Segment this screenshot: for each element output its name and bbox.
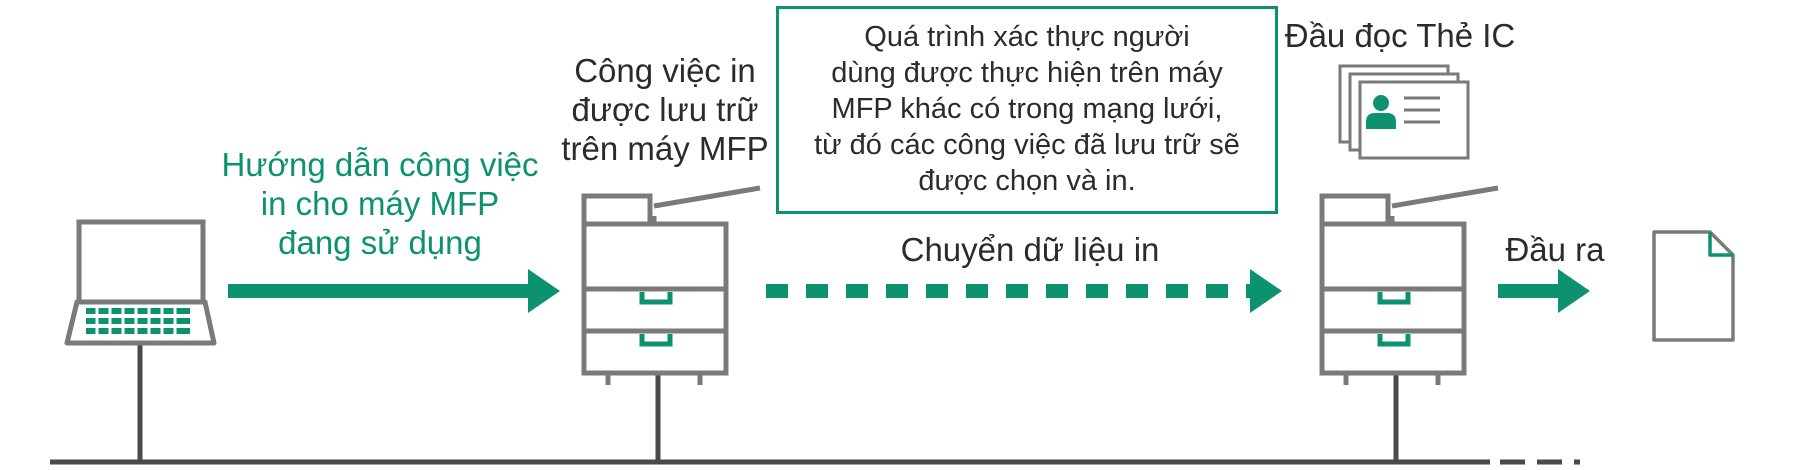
printer-icon bbox=[581, 185, 761, 462]
info-text: Quá trình xác thực người dùng được thực … bbox=[814, 20, 1240, 200]
printer-icon bbox=[1319, 185, 1499, 462]
stored-line-1: Công việc in bbox=[574, 52, 756, 89]
instruction-line-3: đang sử dụng bbox=[278, 223, 482, 261]
stored-line-2: được lưu trữ bbox=[571, 90, 759, 128]
info-line-4: từ đó các công việc đã lưu trữ sẽ bbox=[814, 128, 1240, 161]
transfer-label: Chuyển dữ liệu in bbox=[900, 231, 1160, 268]
card-reader-label: Đầu đọc Thẻ IC bbox=[1284, 17, 1516, 54]
instruction-line-1: Hướng dẫn công việc bbox=[221, 146, 539, 183]
document-icon bbox=[1652, 230, 1735, 342]
info-line-2: dùng được thực hiện trên máy bbox=[831, 57, 1223, 90]
instruction-line-2: in cho máy MFP bbox=[260, 184, 500, 222]
instruction-arrow bbox=[228, 269, 560, 313]
output-arrow bbox=[1498, 269, 1590, 313]
info-line-3: MFP khác có trong mạng lưới, bbox=[831, 93, 1223, 126]
info-box: Quá trình xác thực người dùng được thực … bbox=[776, 6, 1278, 214]
info-line-1: Quá trình xác thực người bbox=[864, 21, 1190, 54]
id-card-icon bbox=[1338, 64, 1470, 160]
stored-line-3: trên máy MFP bbox=[561, 129, 769, 167]
laptop-icon bbox=[64, 219, 217, 462]
output-label: Đầu ra bbox=[1505, 231, 1605, 268]
transfer-arrow bbox=[766, 269, 1282, 313]
stored-jobs-label: Công việc in được lưu trữ trên máy MFP bbox=[540, 52, 790, 169]
info-line-5: được chọn và in. bbox=[918, 164, 1136, 197]
instruction-label: Hướng dẫn công việc in cho máy MFP đang … bbox=[170, 146, 590, 263]
